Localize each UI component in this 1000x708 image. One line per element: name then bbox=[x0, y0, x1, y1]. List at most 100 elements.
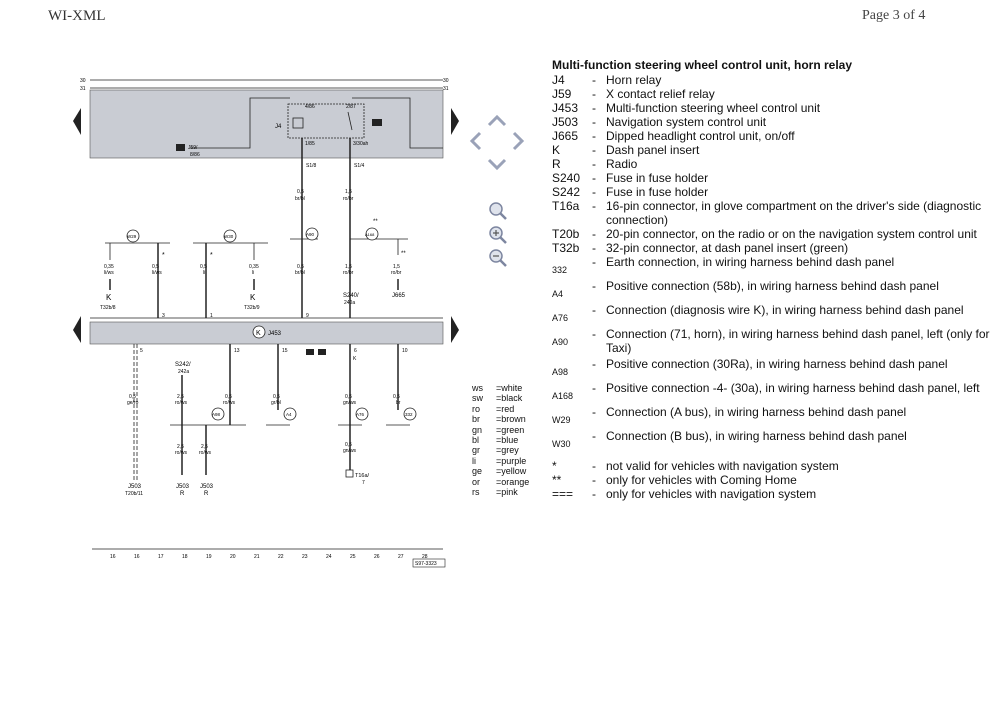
wire-color-label: grey bbox=[501, 445, 519, 456]
svg-text:li/ws: li/ws bbox=[104, 270, 114, 276]
wire-color-code: ws bbox=[472, 383, 483, 393]
svg-text:T20b/11: T20b/11 bbox=[125, 491, 143, 497]
pin-486: 4/86 bbox=[305, 104, 315, 110]
next-page-lower-icon[interactable] bbox=[451, 316, 459, 343]
legend-desc: Connection (B bus), in wiring harness be… bbox=[606, 429, 907, 443]
svg-text:gn/ws: gn/ws bbox=[343, 448, 357, 454]
svg-text:0,5: 0,5 bbox=[225, 394, 232, 400]
legend-dash: - bbox=[592, 429, 596, 443]
chevron-up-icon[interactable] bbox=[487, 114, 507, 127]
legend-note-desc: only for vehicles with Coming Home bbox=[606, 473, 797, 487]
legend-desc: Connection (A bus), in wiring harness be… bbox=[606, 405, 907, 419]
legend-dash: - bbox=[592, 199, 596, 213]
legend-item: J665-Dipped headlight control unit, on/o… bbox=[552, 129, 992, 143]
legend-note: * -not valid for vehicles with navigation… bbox=[552, 459, 992, 473]
svg-text:*: * bbox=[210, 252, 213, 259]
svg-text:*: * bbox=[162, 252, 165, 259]
legend-desc: 32-pin connector, at dash panel insert (… bbox=[606, 241, 849, 255]
zoom-out-icon[interactable] bbox=[489, 249, 507, 267]
pin-330: 3/30ah bbox=[353, 141, 369, 147]
j59-sub: 8/86 bbox=[190, 152, 200, 158]
w30-connector bbox=[223, 229, 237, 243]
legend-desc: Positive connection -4- (30a), in wiring… bbox=[606, 381, 980, 395]
legend-item: T32b-32-pin connector, at dash panel ins… bbox=[552, 241, 992, 255]
legend-item: J453-Multi-function steering wheel contr… bbox=[552, 101, 992, 115]
svg-text:0,5: 0,5 bbox=[345, 394, 352, 400]
legend-code: A4 bbox=[552, 289, 564, 299]
j4-relay bbox=[287, 103, 365, 139]
chevron-down-icon[interactable] bbox=[487, 158, 507, 171]
prev-page-icon[interactable] bbox=[73, 108, 81, 135]
rail-label-31-right: 31 bbox=[443, 86, 449, 92]
svg-text:0,5: 0,5 bbox=[273, 394, 280, 400]
legend-desc: X contact relief relay bbox=[606, 87, 715, 101]
legend-code: J665 bbox=[552, 129, 579, 143]
legend-item: A4-Positive connection (58b), in wiring … bbox=[552, 279, 992, 301]
svg-text:13: 13 bbox=[234, 348, 240, 354]
legend-note-symbol: * bbox=[552, 459, 557, 473]
legend-item: A168-Positive connection -4- (30a), in w… bbox=[552, 381, 992, 403]
rail-label-30-right: 30 bbox=[443, 78, 449, 84]
legend-item: S240-Fuse in fuse holder bbox=[552, 171, 992, 185]
zoom-in-icon[interactable] bbox=[489, 226, 507, 244]
legend-code: J59 bbox=[552, 87, 572, 101]
legend-note-desc: not valid for vehicles with navigation s… bbox=[606, 459, 839, 473]
legend-item: J503-Navigation system control unit bbox=[552, 115, 992, 129]
svg-text:A98: A98 bbox=[212, 412, 221, 417]
legend-code: S240 bbox=[552, 171, 581, 185]
svg-text:br: br bbox=[396, 400, 401, 406]
svg-text:A4: A4 bbox=[286, 412, 292, 417]
legend-code: S242 bbox=[552, 185, 581, 199]
svg-text:22: 22 bbox=[278, 554, 284, 560]
legend-item: R-Radio bbox=[552, 157, 992, 171]
wire-color-code: br bbox=[472, 414, 481, 425]
chevron-left-icon[interactable] bbox=[469, 131, 482, 151]
legend-code: W29 bbox=[552, 415, 571, 425]
equals-sign: = bbox=[496, 466, 502, 477]
svg-text:A168: A168 bbox=[365, 232, 375, 237]
equals-sign: = bbox=[496, 414, 502, 425]
legend-desc: Connection (diagnosis wire K), in wiring… bbox=[606, 303, 964, 317]
diagram-ref: S97-3323 bbox=[415, 561, 437, 567]
a4-connector bbox=[283, 407, 297, 421]
svg-text:ro/ws: ro/ws bbox=[199, 450, 211, 456]
svg-text:7: 7 bbox=[362, 480, 365, 486]
legend-item: S242-Fuse in fuse holder bbox=[552, 185, 992, 199]
j503-unit-2: J503 bbox=[176, 484, 190, 490]
legend-dash: - bbox=[592, 459, 596, 473]
prev-page-lower-icon[interactable] bbox=[73, 316, 81, 343]
legend-code: 332 bbox=[552, 265, 568, 275]
rail-label-30-left: 30 bbox=[80, 78, 86, 84]
legend-desc: Positive connection (30Ra), in wiring ha… bbox=[606, 357, 948, 371]
legend-dash: - bbox=[592, 227, 596, 241]
legend-item: T16a-16-pin connector, in glove compartm… bbox=[552, 199, 992, 227]
svg-text:gn/ws: gn/ws bbox=[343, 400, 357, 406]
legend-note-desc: only for vehicles with navigation system bbox=[606, 487, 817, 501]
legend-item: J4-Horn relay bbox=[552, 73, 992, 87]
next-page-icon[interactable] bbox=[451, 108, 459, 135]
legend-code: J503 bbox=[552, 115, 579, 129]
wire-color-code: li bbox=[472, 455, 476, 466]
a98-connector bbox=[211, 407, 225, 421]
equals-sign: = bbox=[496, 403, 502, 414]
legend-code: W30 bbox=[552, 439, 571, 449]
svg-text:24: 24 bbox=[326, 554, 332, 560]
legend-desc: Multi-function steering wheel control un… bbox=[606, 101, 821, 115]
zoom-fit-icon[interactable] bbox=[489, 202, 507, 220]
wire-color-label: purple bbox=[501, 455, 527, 466]
legend-desc: Fuse in fuse holder bbox=[606, 185, 709, 199]
j503-unit-3: J503 bbox=[200, 484, 214, 490]
svg-text:A76: A76 bbox=[356, 412, 365, 417]
wire-color-row: br= brown bbox=[472, 414, 529, 424]
equals-sign: = bbox=[496, 487, 502, 498]
svg-text:16: 16 bbox=[134, 554, 140, 560]
legend-item: J59-X contact relief relay bbox=[552, 87, 992, 101]
chevron-right-icon[interactable] bbox=[512, 131, 525, 151]
equals-sign: = bbox=[496, 424, 502, 435]
a90-connector bbox=[305, 227, 319, 241]
svg-text:19: 19 bbox=[206, 554, 212, 560]
rail-label-31-left: 31 bbox=[80, 86, 86, 92]
pin-287: 2/87 bbox=[346, 104, 356, 110]
